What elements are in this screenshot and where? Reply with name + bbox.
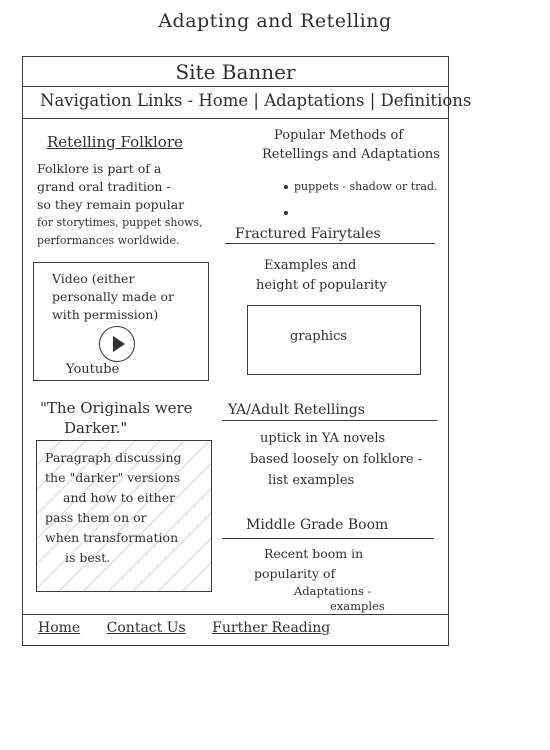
ya-divider xyxy=(222,420,437,421)
footer-links: Home Contact Us Further Reading xyxy=(38,620,352,636)
retelling-line: Folklore is part of a xyxy=(37,161,162,176)
originals-heading: "The Originals were Darker." xyxy=(40,398,193,438)
video-description: Video (either personally made or with pe… xyxy=(52,270,202,324)
ya-line: list examples xyxy=(268,473,355,488)
originals-line: and how to either xyxy=(63,490,176,505)
nav-link-definitions[interactable]: Definitions xyxy=(380,91,472,110)
methods-bullets: puppets - shadow or trad. xyxy=(284,174,438,226)
retelling-line: so they remain popular xyxy=(37,197,185,212)
middle-grade-line: popularity of xyxy=(254,566,336,581)
ya-line: uptick in YA novels xyxy=(260,431,386,446)
originals-line: pass them on or xyxy=(45,510,147,525)
nav-prefix: Navigation Links - xyxy=(40,91,194,110)
originals-text: Paragraph discussing the "darker" versio… xyxy=(45,448,210,568)
retelling-line: performances worldwide. xyxy=(37,234,180,247)
methods-section: Popular Methods of Retellings and Adapta… xyxy=(262,126,448,164)
methods-line: Popular Methods of xyxy=(274,128,404,143)
bullet-icon xyxy=(284,185,288,189)
fractured-heading: Fractured Fairytales xyxy=(235,226,381,242)
middle-grade-line: Adaptations - xyxy=(294,584,372,598)
ya-text: uptick in YA novels based loosely on fol… xyxy=(250,428,422,491)
bullet-icon xyxy=(284,211,288,215)
retelling-text: Folklore is part of a grand oral traditi… xyxy=(37,160,227,250)
middle-grade-divider xyxy=(222,538,434,539)
ya-line: based loosely on folklore - xyxy=(250,452,423,467)
methods-bullet-item xyxy=(284,200,438,226)
play-icon[interactable] xyxy=(99,326,135,362)
navigation-bar: Navigation Links - Home | Adaptations | … xyxy=(40,91,472,110)
wireframe-frame xyxy=(22,56,449,646)
middle-grade-line: examples xyxy=(330,599,385,613)
footer-link-contact[interactable]: Contact Us xyxy=(106,620,186,636)
originals-text-box xyxy=(36,440,212,592)
video-embed[interactable] xyxy=(33,262,209,381)
middle-grade-heading: Middle Grade Boom xyxy=(246,517,389,533)
page-title: Adapting and Retelling xyxy=(158,10,392,32)
originals-line: Paragraph discussing xyxy=(45,450,182,465)
fractured-line: Examples and xyxy=(264,258,357,273)
originals-line: is best. xyxy=(65,550,111,565)
retelling-line: grand oral tradition - xyxy=(37,179,171,194)
retelling-heading: Retelling Folklore xyxy=(47,133,183,151)
nav-link-adaptations[interactable]: Adaptations xyxy=(264,91,365,110)
fractured-line: height of popularity xyxy=(256,278,387,293)
video-line: with permission) xyxy=(52,307,159,322)
site-banner: Site Banner xyxy=(175,60,296,84)
nav-link-home[interactable]: Home xyxy=(198,91,249,110)
footer-divider xyxy=(22,614,449,615)
middle-grade-line: Recent boom in xyxy=(264,546,364,561)
middle-grade-text: Recent boom in popularity of Adaptations… xyxy=(254,544,385,613)
ya-heading: YA/Adult Retellings xyxy=(228,402,365,418)
banner-area xyxy=(22,56,449,87)
graphics-label: graphics xyxy=(290,329,348,344)
video-caption: Youtube xyxy=(66,362,120,377)
methods-bullet-item: puppets - shadow or trad. xyxy=(284,174,438,200)
originals-heading-line: "The Originals were xyxy=(40,399,193,417)
methods-line: Retellings and Adaptations xyxy=(262,147,440,162)
nav-divider xyxy=(22,118,449,119)
originals-line: the "darker" versions xyxy=(45,470,181,485)
fractured-text: Examples and height of popularity xyxy=(256,256,387,296)
retelling-line: for storytimes, puppet shows, xyxy=(37,216,203,229)
graphics-placeholder xyxy=(247,305,421,375)
originals-heading-line: Darker." xyxy=(64,419,128,437)
footer-link-home[interactable]: Home xyxy=(38,620,81,636)
footer-link-further-reading[interactable]: Further Reading xyxy=(212,620,331,636)
originals-line: when transformation xyxy=(45,530,179,545)
fractured-divider xyxy=(225,243,435,244)
video-line: personally made or xyxy=(52,289,175,304)
video-line: Video (either xyxy=(52,271,135,286)
